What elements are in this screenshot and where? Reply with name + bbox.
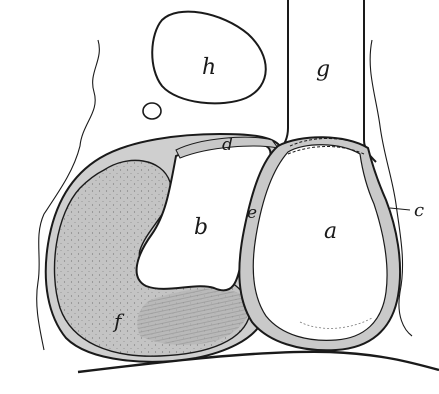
tube-g-left-wall (278, 0, 288, 152)
label-g: g (316, 57, 330, 82)
label-h: h (202, 55, 216, 80)
label-a: a (324, 219, 337, 244)
tube-g-right-wall (364, 0, 376, 162)
label-d: d (222, 135, 233, 155)
leader-line-c (390, 208, 410, 210)
label-b: b (194, 215, 208, 240)
label-c: c (414, 200, 424, 221)
small-round-body (143, 103, 161, 119)
label-e: e (247, 203, 257, 223)
